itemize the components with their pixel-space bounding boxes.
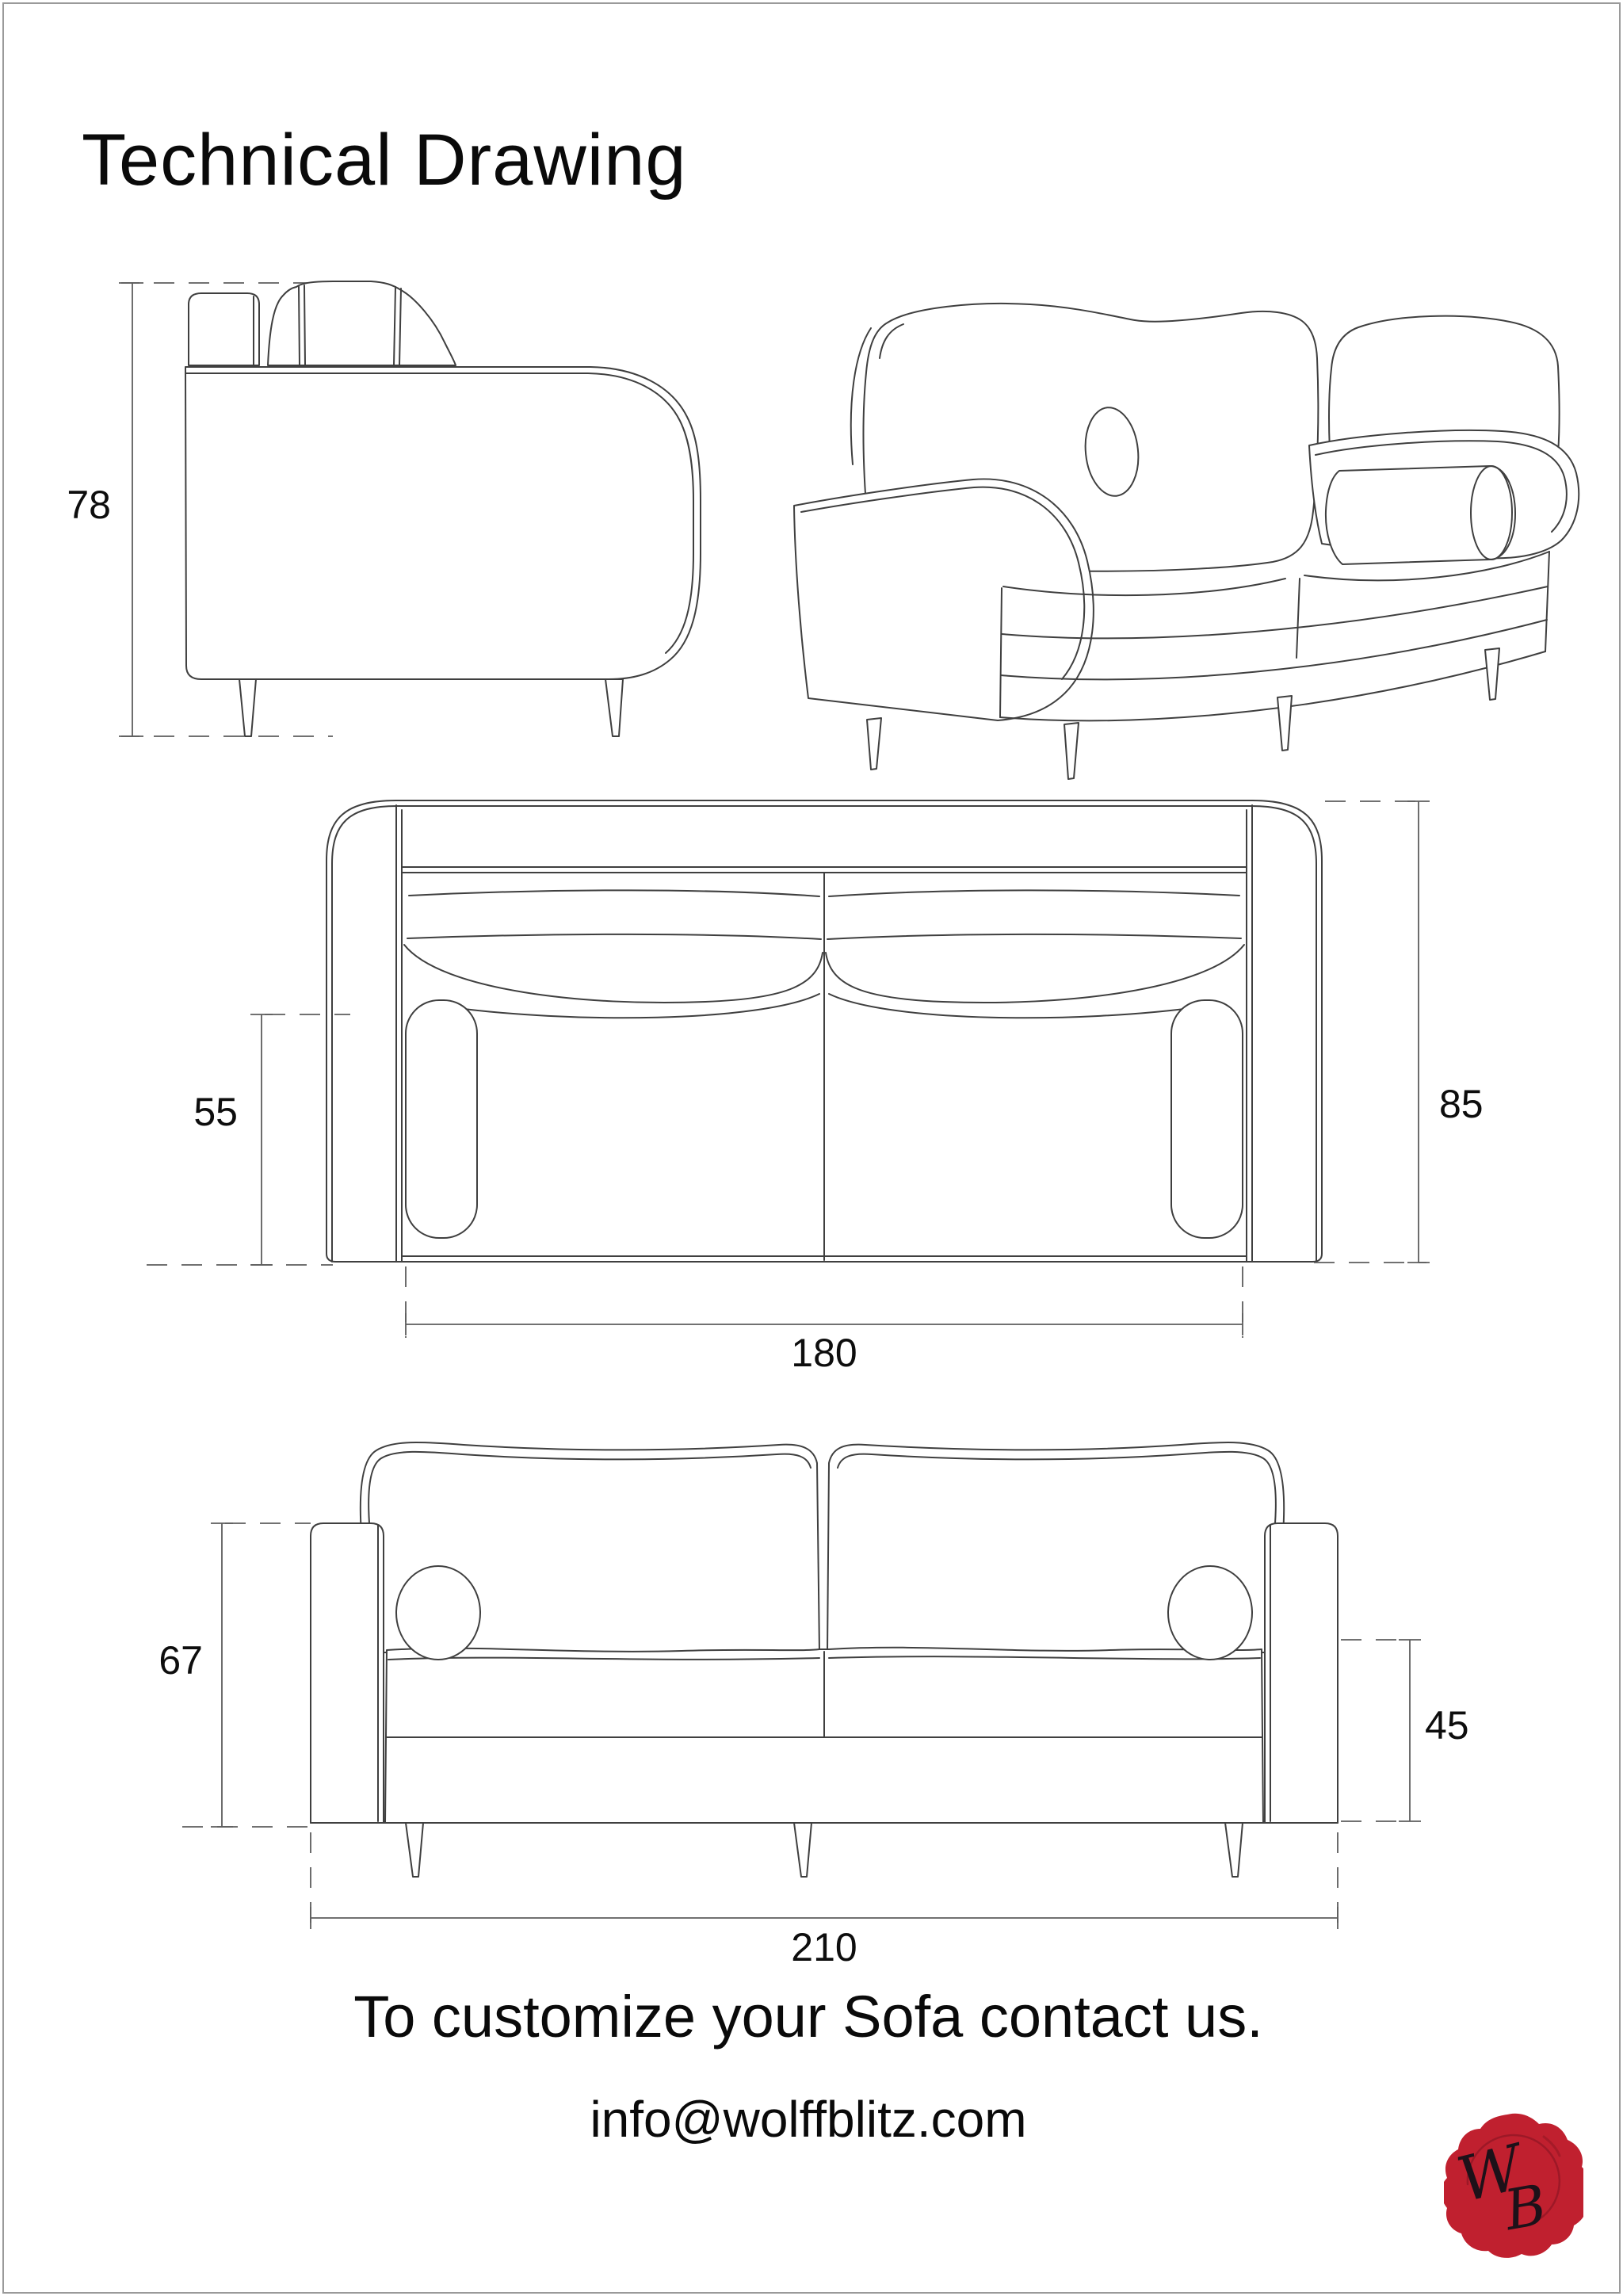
perspective-view-drawing: [793, 303, 1580, 780]
front-seat-height-dimension: [1341, 1639, 1421, 1822]
contact-text: To customize your Sofa contact us.: [353, 1984, 1263, 2050]
dimension-label-side-height: 78: [67, 483, 111, 527]
contact-email: info@wolffblitz.com: [590, 2091, 1027, 2148]
top-seat-depth-dimension: [147, 1014, 350, 1266]
dimension-label-arm-height: 67: [158, 1638, 203, 1683]
top-total-depth-dimension: [1314, 800, 1430, 1263]
dimension-label-total-width: 210: [791, 1925, 857, 1969]
dimension-label-total-depth: 85: [1439, 1082, 1484, 1126]
front-arm-height-dimension: [182, 1522, 311, 1828]
front-total-width-dimension: [310, 1832, 1338, 1931]
seal-rim-arc: [1466, 2134, 1561, 2229]
dimension-label-seat-height: 45: [1425, 1703, 1469, 1748]
side-height-dimension: [119, 282, 353, 737]
top-inner-width-dimension: [405, 1266, 1243, 1338]
dimension-label-inner-width: 180: [791, 1331, 857, 1375]
seal-streak: [1542, 2135, 1561, 2157]
page-title: Technical Drawing: [82, 120, 687, 201]
dimension-label-seat-depth: 55: [193, 1090, 238, 1134]
top-view-drawing: [147, 800, 1430, 1338]
front-view-drawing: [182, 1442, 1421, 1931]
side-view-drawing: [119, 281, 701, 737]
wax-seal-logo: W B: [1444, 2113, 1583, 2258]
